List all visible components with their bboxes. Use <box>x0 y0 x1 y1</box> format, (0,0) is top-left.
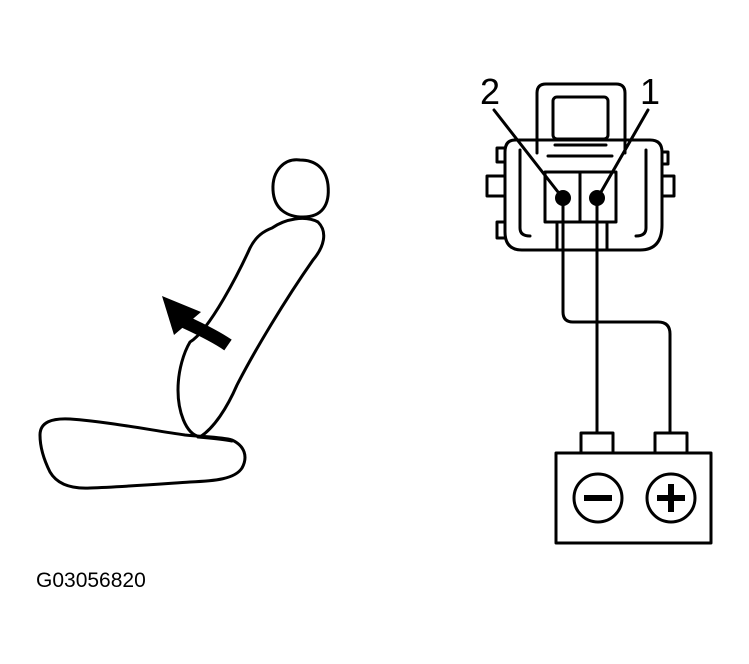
terminal-1-pin <box>589 190 605 206</box>
connector-inner-right <box>634 148 648 238</box>
connector-right-clip <box>660 150 670 166</box>
battery-negative-post <box>579 431 615 455</box>
connector-right-lug <box>660 174 676 198</box>
minus-sign-icon <box>572 472 624 524</box>
connector-inner-left <box>518 148 532 238</box>
recline-direction-arrow-icon <box>162 296 201 335</box>
terminal-2-label: 2 <box>480 71 500 112</box>
battery-positive-post <box>653 431 689 455</box>
terminal-1-label: 1 <box>640 71 660 112</box>
connector-illustration: 2 1 <box>480 71 676 252</box>
seat-junction-line <box>196 435 234 443</box>
seat-arrow-shaft <box>182 316 232 351</box>
seat-illustration <box>38 158 330 490</box>
connector-wire-exit <box>555 220 609 252</box>
connector-left-lug <box>485 174 507 198</box>
terminal-2-pin <box>555 190 571 206</box>
test-leads <box>561 203 672 435</box>
plus-sign-icon <box>645 472 697 524</box>
connector-left-clip <box>495 146 507 164</box>
battery-illustration <box>554 431 713 545</box>
connector-latch-tab <box>551 95 610 141</box>
connector-latch-housing <box>535 82 627 155</box>
seat-headrest <box>271 158 330 219</box>
terminal-1-leader <box>599 108 650 194</box>
figure-code: G03056820 <box>36 569 146 592</box>
battery-body <box>554 451 713 545</box>
wire-terminal-2-to-positive <box>561 203 672 435</box>
connector-left-clip-lower <box>495 220 507 240</box>
seat-cushion <box>38 417 247 490</box>
terminal-2-leader <box>492 108 560 194</box>
